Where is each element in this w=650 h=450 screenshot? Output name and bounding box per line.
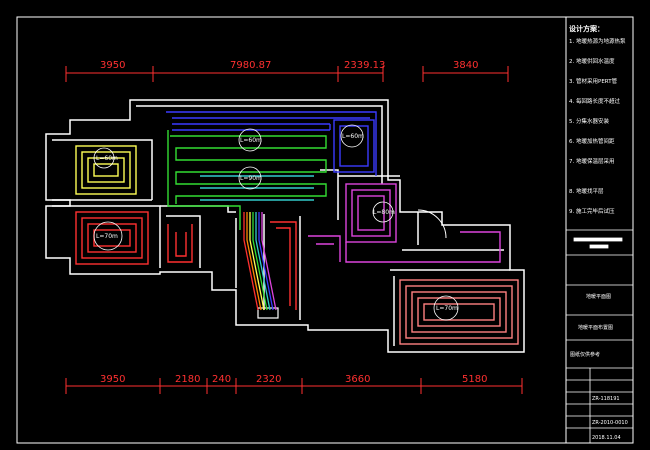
design-notes: 1. 地暖热源为地源热泵 2. 地暖供回水温度 3. 管材采用PERT管 4. …	[569, 37, 626, 215]
drawing-name: 地暖平面布置图	[578, 324, 613, 331]
design-note: 8. 地暖找平层	[569, 187, 604, 195]
dimension-lines	[65, 66, 523, 394]
dim-top-3: 2339.13	[344, 60, 385, 71]
design-notes-title: 设计方案：	[569, 24, 604, 33]
drawing-note: 图纸仅供参考	[570, 351, 600, 358]
dim-top-4: 3840	[453, 60, 478, 71]
dim-bottom-6: 5180	[462, 374, 487, 385]
dim-bottom-3: 240	[212, 374, 231, 385]
dim-top-1: 3950	[100, 60, 125, 71]
dim-bottom-5: 3660	[345, 374, 370, 385]
design-note: 4. 每回路长度不超过	[569, 97, 620, 105]
room-label-7: L=70m	[436, 305, 458, 312]
manifold-pipe-bundle	[243, 212, 277, 311]
design-note: 9. 施工完毕后试压	[569, 207, 615, 215]
walls	[45, 99, 525, 353]
room-label-2: L=70m	[96, 233, 118, 240]
room-label-5: L=60m	[342, 133, 364, 140]
company-name: 地暖平面图	[586, 293, 611, 300]
dim-bottom-2: 2180	[175, 374, 200, 385]
door-swing	[417, 209, 447, 239]
design-note: 1. 地暖热源为地源热泵	[569, 37, 626, 45]
dim-bottom-4: 2320	[256, 374, 281, 385]
room-label-4: L=90m	[240, 175, 262, 182]
drawing-date: 2018.11.04	[592, 435, 621, 441]
dim-top-2: 7980.87	[230, 60, 271, 71]
drawing-code: ZR-2010-0010	[592, 420, 628, 426]
manifold-box	[257, 307, 279, 319]
design-note: 5. 分集水器安装	[569, 117, 609, 125]
design-note: 2. 地暖供回水温度	[569, 57, 615, 65]
design-note: 7. 地暖保温层采用	[569, 157, 615, 165]
title-block	[566, 229, 633, 443]
room-label-3: L=60m	[240, 137, 262, 144]
room-label-6: L=80m	[373, 209, 395, 216]
design-note: 6. 地暖加热管间距	[569, 137, 615, 145]
room-markers	[93, 124, 459, 321]
drawing-number: ZR-118191	[592, 396, 620, 402]
design-note: 3. 管材采用PERT管	[569, 77, 618, 85]
dim-bottom-1: 3950	[100, 374, 125, 385]
pipe-loops	[75, 111, 519, 345]
room-label-1: L=60m	[96, 155, 118, 162]
